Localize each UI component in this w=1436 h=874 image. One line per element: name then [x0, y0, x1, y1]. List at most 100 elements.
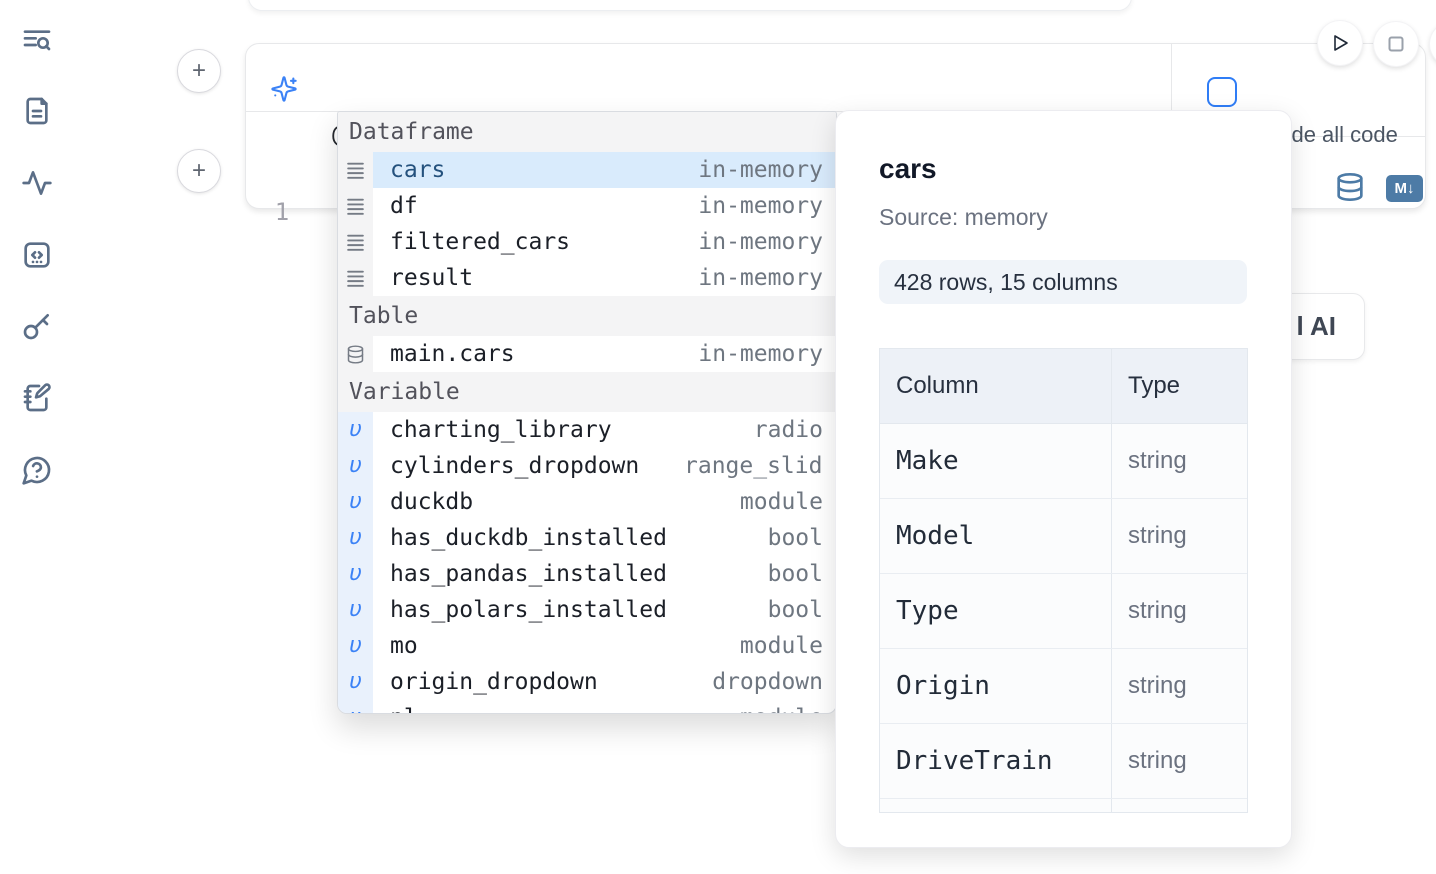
item-type: bool: [767, 525, 823, 551]
item-type: range_slider: [684, 453, 823, 479]
autocomplete-item[interactable]: main.cars in-memory: [338, 336, 836, 372]
item-name: duckdb: [390, 489, 474, 515]
item-type: module: [739, 633, 823, 659]
schema-row: DriveTrain string: [880, 724, 1247, 799]
autocomplete-item[interactable]: υ has_polars_installed bool: [338, 592, 836, 628]
column-name: Make: [896, 446, 959, 476]
column-name: Model: [896, 521, 975, 551]
variable-icon: υ: [338, 520, 373, 556]
variable-icon: υ: [338, 448, 373, 484]
item-name: has_duckdb_installed: [390, 525, 667, 551]
ai-sparkles-icon: [270, 75, 298, 103]
item-type: bool: [767, 561, 823, 587]
item-type: in-memory: [698, 157, 823, 183]
column-header: Column: [880, 349, 1112, 423]
autocomplete-item[interactable]: υplmodule: [338, 700, 836, 713]
extra-round-button[interactable]: [1430, 22, 1436, 66]
sidebar-item-help[interactable]: [20, 453, 54, 487]
autocomplete-item[interactable]: cars in-memory: [338, 152, 836, 188]
item-name: has_polars_installed: [390, 597, 667, 623]
autocomplete-item[interactable]: υ has_duckdb_installed bool: [338, 520, 836, 556]
column-name: Type: [896, 596, 959, 626]
variable-icon: υ: [338, 484, 373, 520]
divider: [1171, 136, 1425, 137]
notebook-pen-icon: [23, 383, 51, 412]
autocomplete-item[interactable]: υ cylinders_dropdown range_slider: [338, 448, 836, 484]
autocomplete-item[interactable]: filtered_cars in-memory: [338, 224, 836, 260]
autocomplete-item[interactable]: result in-memory: [338, 260, 836, 296]
item-type: dropdown: [712, 669, 823, 695]
dataframe-icon: [338, 152, 373, 188]
variable-icon: υ: [338, 700, 373, 713]
preview-title: cars: [879, 153, 937, 184]
shape-badge: 428 rows, 15 columns: [879, 260, 1247, 304]
autocomplete-section-header: Variable: [338, 372, 836, 412]
sidebar-item-files[interactable]: [20, 94, 54, 128]
dataframe-preview-popup: cars Source: memory 428 rows, 15 columns…: [835, 110, 1292, 848]
variable-icon: υ: [338, 592, 373, 628]
variable-icon: υ: [338, 628, 373, 664]
item-type: module: [739, 489, 823, 515]
item-name: filtered_cars: [390, 229, 571, 255]
sidebar-item-activity[interactable]: [20, 166, 54, 200]
previous-cell-edge: [248, 0, 1132, 11]
variable-icon: υ: [338, 412, 373, 448]
sidebar-item-search[interactable]: [20, 24, 54, 58]
file-document-icon: [26, 97, 48, 125]
activity-icon: [22, 171, 52, 195]
item-type: bool: [767, 597, 823, 623]
markdown-icon[interactable]: M↓: [1386, 175, 1423, 202]
item-name: result: [390, 265, 474, 291]
sidebar-item-scratchpad[interactable]: [20, 381, 54, 415]
item-name: charting_library: [390, 417, 612, 443]
sidebar-item-secrets[interactable]: [20, 309, 54, 343]
dataframe-icon: [338, 224, 373, 260]
table-icon: [338, 336, 373, 372]
item-name: main.cars: [390, 341, 515, 367]
key-icon: [23, 314, 49, 340]
line-number: 1: [274, 198, 290, 226]
item-name: cars: [390, 157, 446, 183]
column-type: string: [1128, 447, 1187, 474]
item-type: in-memory: [698, 265, 823, 291]
add-cell-button[interactable]: +: [177, 149, 221, 193]
column-name: DriveTrain: [896, 746, 1053, 776]
include-all-code-checkbox[interactable]: [1207, 77, 1237, 107]
add-cell-button[interactable]: +: [177, 49, 221, 93]
autocomplete-item[interactable]: df in-memory: [338, 188, 836, 224]
schema-row: [880, 799, 1247, 812]
run-cell-button[interactable]: [1318, 21, 1362, 65]
divider: [1171, 44, 1172, 111]
column-type: string: [1128, 747, 1187, 774]
item-name: df: [390, 193, 418, 219]
item-type: in-memory: [698, 229, 823, 255]
variable-icon: υ: [338, 556, 373, 592]
item-type: in-memory: [698, 193, 823, 219]
column-type: string: [1128, 522, 1187, 549]
dataframe-icon: [338, 260, 373, 296]
item-name: cylinders_dropdown: [390, 453, 640, 479]
schema-row: Make string: [880, 424, 1247, 499]
play-icon: [1334, 35, 1348, 51]
autocomplete-section-header: Dataframe: [338, 112, 836, 152]
item-name: mo: [390, 633, 418, 659]
code-snippet-icon: [24, 242, 50, 268]
stop-button[interactable]: [1374, 22, 1418, 66]
column-type: string: [1128, 672, 1187, 699]
variable-icon: υ: [338, 664, 373, 700]
sidebar-item-snippets[interactable]: [20, 238, 54, 272]
item-type: in-memory: [698, 341, 823, 367]
database-icon[interactable]: [1334, 171, 1366, 208]
item-type: module: [740, 705, 823, 713]
